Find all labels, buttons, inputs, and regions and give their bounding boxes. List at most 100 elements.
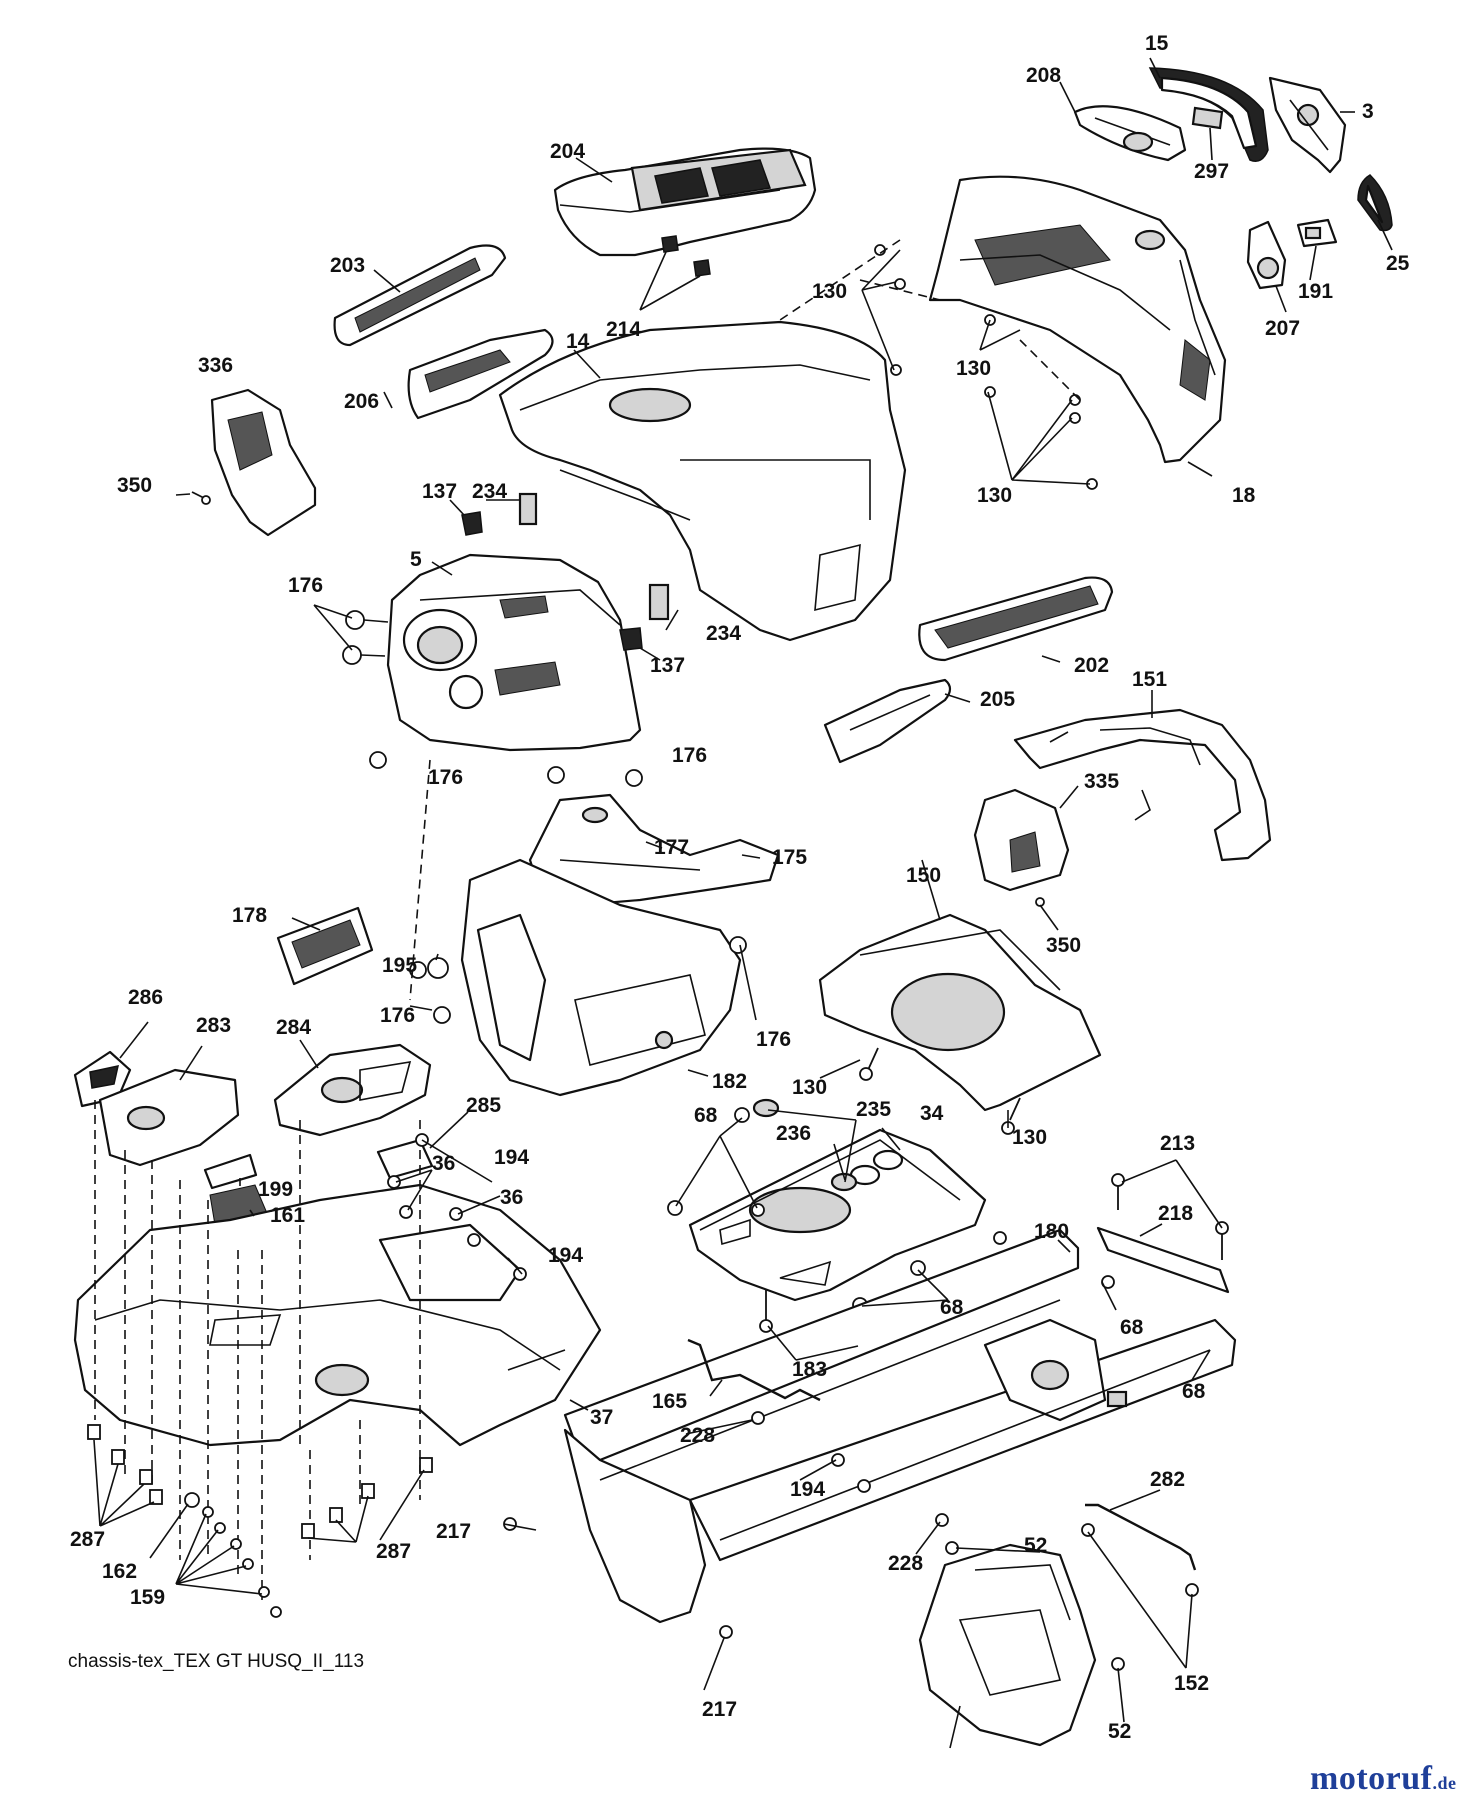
callout-130-c: 130 xyxy=(977,484,1012,507)
part-14-hood xyxy=(498,320,907,642)
callout-207: 207 xyxy=(1265,317,1300,340)
part-214-clips xyxy=(661,235,711,277)
callout-350-a: 350 xyxy=(117,474,152,497)
callout-282-a: 287 xyxy=(70,1528,105,1551)
callout-218: 218 xyxy=(1158,1202,1193,1225)
callout-3: 3 xyxy=(1362,100,1374,123)
callout-25: 25 xyxy=(1386,252,1410,275)
callout-204: 204 xyxy=(550,140,585,163)
part-18-front-grille xyxy=(928,175,1227,464)
callout-233-a: 217 xyxy=(436,1520,471,1543)
callout-228-a: 228 xyxy=(680,1424,715,1447)
callout-284: 284 xyxy=(276,1016,311,1039)
callout-206: 206 xyxy=(344,390,379,413)
callout-208: 208 xyxy=(1026,64,1061,87)
callout-36-a: 36 xyxy=(432,1152,455,1175)
callout-177: 177 xyxy=(654,836,689,859)
callout-15: 15 xyxy=(1145,32,1169,55)
callout-183: 183 xyxy=(792,1358,827,1381)
callout-194-a: 194 xyxy=(494,1146,529,1169)
part-165-rod xyxy=(687,1338,821,1402)
part-287-bolt xyxy=(184,1492,200,1508)
part-137-clip-upper xyxy=(461,511,483,536)
callout-194-c: 194 xyxy=(790,1478,825,1501)
callout-286: 286 xyxy=(128,986,163,1009)
leader-lines xyxy=(93,57,1393,1749)
part-162-screws xyxy=(202,1506,282,1618)
callout-52: 152 xyxy=(1174,1672,1209,1695)
callout-159-a: 52 xyxy=(1024,1534,1047,1557)
part-205-trim xyxy=(823,678,952,764)
callout-195: 195 xyxy=(382,954,417,977)
callout-282-b: 287 xyxy=(376,1540,411,1563)
callout-130-b: 130 xyxy=(956,357,991,380)
callout-350-b: 350 xyxy=(1046,934,1081,957)
part-234-pad-upper xyxy=(518,492,538,526)
callout-180: 180 xyxy=(1034,1220,1069,1243)
part-233-bolts xyxy=(503,1517,733,1639)
callout-297: 297 xyxy=(1194,160,1229,183)
part-194-nuts xyxy=(415,1133,871,1493)
callout-178: 178 xyxy=(232,904,267,927)
callout-176-e: 176 xyxy=(756,1028,791,1051)
callout-18: 18 xyxy=(1232,484,1256,507)
callout-68-b: 68 xyxy=(940,1296,964,1319)
part-5-dash xyxy=(386,553,642,752)
callout-68-a: 68 xyxy=(694,1104,718,1127)
callout-68-d: 68 xyxy=(1182,1380,1206,1403)
callout-130-a: 130 xyxy=(812,280,847,303)
part-218-bracket xyxy=(1096,1226,1230,1294)
part-206-vent xyxy=(407,328,554,420)
callout-205: 205 xyxy=(980,688,1015,711)
part-335-side-panel xyxy=(973,788,1070,892)
part-180-frame xyxy=(563,1228,1237,1624)
callout-130-e: 130 xyxy=(1012,1126,1047,1149)
callout-283: 283 xyxy=(196,1014,231,1037)
part-213-bolts xyxy=(1111,1173,1229,1260)
part-203-vent xyxy=(333,244,507,347)
callout-165: 165 xyxy=(652,1390,687,1413)
callouts: 15 208 3 297 204 25 191 207 130 203 214 … xyxy=(70,32,1410,1743)
callout-176-c: 176 xyxy=(428,766,463,789)
callout-176-b: 176 xyxy=(672,744,707,767)
callout-228-b: 228 xyxy=(888,1552,923,1575)
callout-159-b: 52 xyxy=(1108,1720,1131,1743)
part-284-fender-cover xyxy=(273,1043,432,1137)
part-150-floor-pan xyxy=(818,913,1102,1112)
callout-233-b: 217 xyxy=(702,1698,737,1721)
part-176-bolts-lower xyxy=(409,936,747,1024)
part-151-bracket xyxy=(1013,708,1272,862)
callout-234-b: 234 xyxy=(706,622,741,645)
part-25-trim xyxy=(1357,174,1393,232)
part-282-clips xyxy=(87,1424,433,1539)
part-204-hood-top xyxy=(553,147,817,257)
callout-182: 182 xyxy=(712,1070,747,1093)
part-36-bolts xyxy=(387,1175,481,1247)
callout-194-b: 194 xyxy=(548,1244,583,1267)
part-191-clip xyxy=(1296,218,1338,248)
callout-5: 5 xyxy=(410,548,422,571)
callout-162: 159 xyxy=(130,1586,165,1609)
part-285-pad xyxy=(376,1138,434,1180)
callout-234-a: 234 xyxy=(472,480,507,503)
part-182-console xyxy=(460,858,742,1097)
callout-37: 37 xyxy=(590,1406,613,1429)
part-175-bracket xyxy=(528,793,780,907)
diagram-caption: chassis-tex_TEX GT HUSQ_II_113 xyxy=(68,1651,365,1672)
part-34-plate xyxy=(688,1128,987,1302)
callout-175: 175 xyxy=(772,846,807,869)
callout-34: 34 xyxy=(920,1102,944,1125)
callout-137-b: 137 xyxy=(650,654,685,677)
callout-137-a: 137 xyxy=(422,480,457,503)
part-217-rod xyxy=(1085,1503,1197,1571)
part-152-footrest xyxy=(918,1543,1097,1747)
callout-161: 161 xyxy=(270,1204,305,1227)
part-336-side-panel xyxy=(210,388,317,537)
watermark-name: motoruf xyxy=(1310,1760,1433,1797)
callout-36-b: 36 xyxy=(500,1186,523,1209)
part-202-grille-insert xyxy=(918,576,1114,662)
watermark-suffix: .de xyxy=(1432,1773,1457,1793)
part-234-pad-lower xyxy=(648,583,670,621)
part-3-cover xyxy=(1268,76,1347,174)
